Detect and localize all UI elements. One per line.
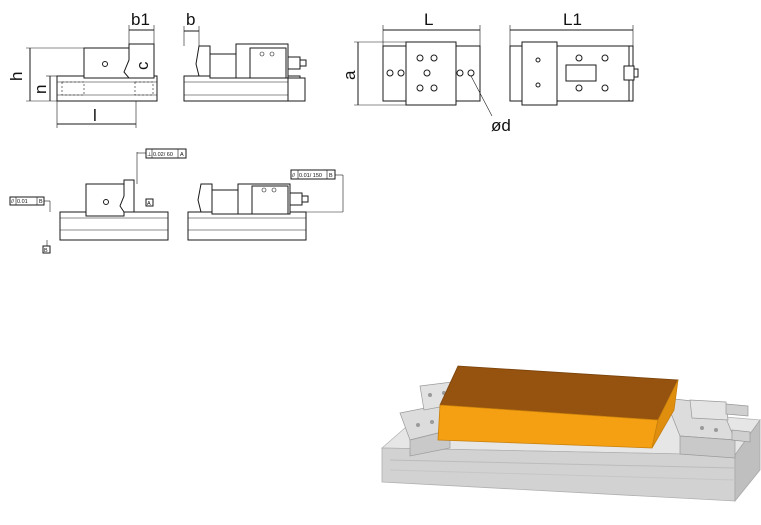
dim-label-b: b (186, 10, 195, 29)
isometric-vise-assembly (380, 365, 761, 503)
tol-par-left-datum: B (39, 199, 43, 205)
tol-par-top-value: 0.01/ 150 (299, 173, 322, 179)
dim-label-c: c (133, 61, 152, 70)
tolerance-view-right: // 0.01/ 150 B (187, 169, 344, 241)
tol-par-top-datum: B (329, 173, 333, 179)
tol-perp-value: 0.02/ 60 (153, 152, 173, 158)
dim-label-L1: L1 (563, 10, 582, 29)
side-view-dimensioned: h n l b1 c (7, 10, 158, 128)
top-view-L1: L1 (509, 10, 639, 106)
tol-perp-datum: A (180, 152, 184, 158)
tol-par-left-symbol: // (11, 199, 15, 205)
tol-par-left-value: 0.01 (17, 199, 28, 205)
datum-a: A (147, 201, 151, 207)
tolerance-view-left: ⊥ 0.02/ 60 A A // 0.01 B B (9, 148, 187, 254)
tol-par-top-symbol: // (292, 173, 296, 179)
base-plate-side (734, 418, 761, 503)
top-view-L: L a ød (340, 10, 511, 135)
side-view-b: b (183, 10, 307, 102)
dim-label-h: h (7, 72, 26, 81)
dim-label-b1: b1 (131, 10, 150, 29)
dim-label-L: L (424, 10, 433, 29)
dim-label-l: l (93, 106, 97, 125)
tol-perp-symbol: ⊥ (147, 151, 152, 158)
dim-label-d: ød (491, 116, 511, 135)
datum-b: B (44, 248, 48, 254)
dim-label-a: a (340, 70, 359, 80)
dim-label-n: n (31, 85, 50, 94)
workpiece-side (651, 379, 679, 449)
